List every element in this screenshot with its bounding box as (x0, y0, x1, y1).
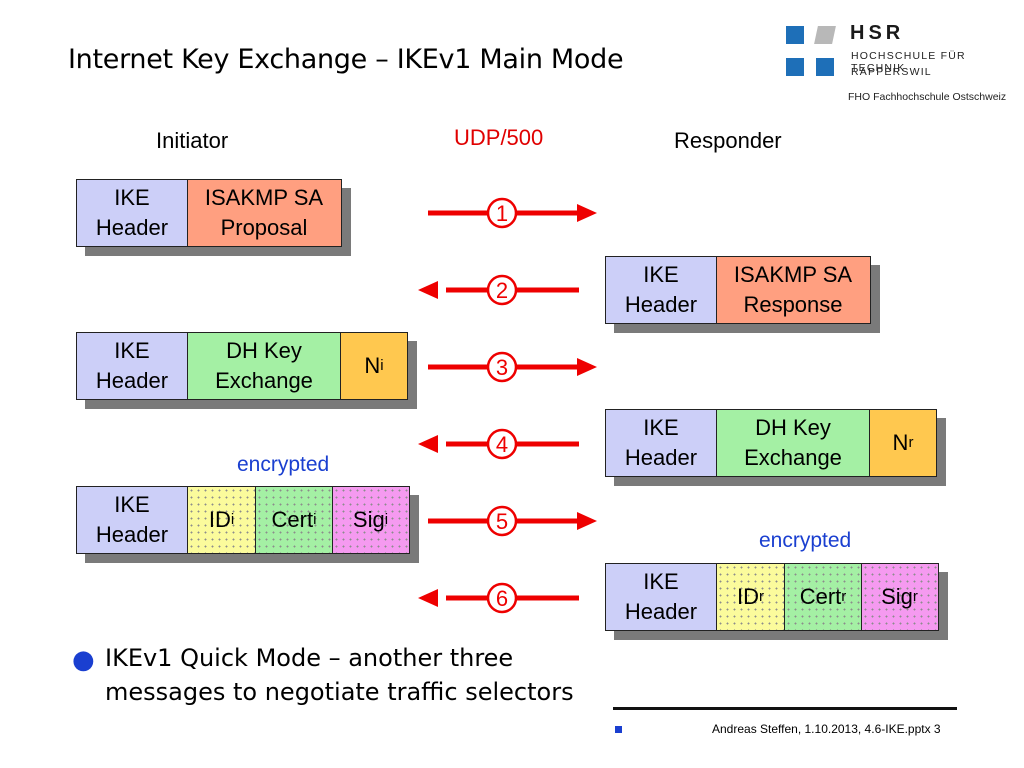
nonce-label: N (892, 430, 909, 455)
logo-line3: FHO Fachhochschule Ostschweiz (848, 91, 1007, 103)
id-label: ID (208, 507, 231, 532)
step-number: 4 (496, 432, 508, 457)
dh-key-exchange-cell: DH Key Exchange (715, 409, 871, 477)
id-label: ID (737, 584, 759, 609)
step-circle (486, 351, 518, 383)
message-arrow-3: 3 (428, 351, 597, 383)
slide-title: Internet Key Exchange – IKEv1 Main Mode (68, 44, 624, 75)
arrow-head (577, 204, 597, 222)
ike-header-cell: IKE Header (605, 563, 717, 631)
arrow-head (418, 281, 438, 299)
arrow-head (577, 358, 597, 376)
logo-name: HSR (850, 22, 905, 44)
logo-square (786, 58, 804, 76)
encrypted-label-initiator: encrypted (237, 453, 330, 476)
step-number: 1 (496, 201, 508, 226)
ike-header-cell: IKE Header (76, 332, 188, 400)
step-circle (486, 505, 518, 537)
arrow-head (577, 512, 597, 530)
transport-label: UDP/500 (454, 125, 544, 150)
arrow-head (418, 589, 438, 607)
message-arrow-6: 6 (418, 582, 579, 614)
logo-square (786, 26, 804, 44)
encrypted-label-responder: encrypted (759, 529, 852, 552)
message-arrow-4: 4 (418, 428, 579, 460)
responder-label: Responder (674, 128, 782, 153)
footer-square (615, 726, 622, 733)
step-number: 3 (496, 355, 508, 380)
nonce-label: N (364, 353, 381, 378)
cert-label: Cert (271, 507, 314, 532)
bullet-text: IKEv1 Quick Mode – another three message… (105, 644, 574, 706)
bullet-marker: ● (72, 645, 95, 675)
step-number: 5 (496, 509, 508, 534)
logo-line1: HOCHSCHULE FÜR TECHNIK (851, 50, 966, 74)
step-number: 6 (496, 586, 508, 611)
step-circle (486, 582, 518, 614)
message-arrow-5: 5 (428, 505, 597, 537)
cert-label: Cert (799, 584, 842, 609)
dh-key-exchange-cell: DH Key Exchange (186, 332, 342, 400)
logo-line2: RAPPERSWIL (851, 66, 932, 78)
packet-1: IKE Header ISAKMP SA Proposal (76, 179, 342, 247)
initiator-label: Initiator (156, 128, 229, 153)
ike-header-cell: IKE Header (605, 409, 717, 477)
logo-square (816, 58, 834, 76)
sig-label: Sig (352, 507, 385, 532)
step-circle (486, 197, 518, 229)
footer-text: Andreas Steffen, 1.10.2013, 4.6-IKE.pptx… (712, 722, 941, 736)
isakmp-sa-proposal-cell: ISAKMP SA Proposal (186, 179, 342, 247)
footer-rule (613, 707, 957, 710)
ike-header-cell: IKE Header (605, 256, 717, 324)
step-number: 2 (496, 278, 508, 303)
isakmp-sa-response-cell: ISAKMP SA Response (715, 256, 871, 324)
step-circle (486, 274, 518, 306)
packet-2: IKE Header ISAKMP SA Response (605, 256, 871, 324)
hsr-logo (784, 26, 1024, 106)
sig-label: Sig (881, 584, 913, 609)
arrow-head (418, 435, 438, 453)
message-arrow-1: 1 (428, 197, 597, 229)
step-circle (486, 428, 518, 460)
message-arrow-2: 2 (418, 274, 579, 306)
